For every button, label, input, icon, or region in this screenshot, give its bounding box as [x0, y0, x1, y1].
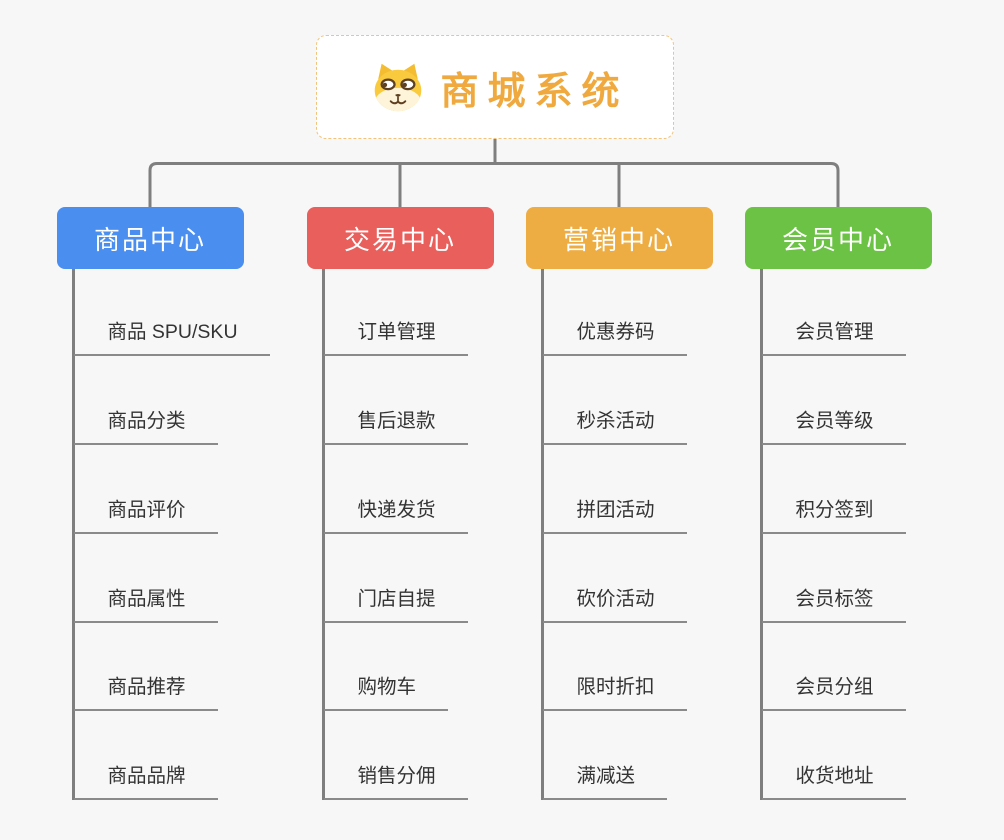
leaf-node[interactable]: 优惠券码: [542, 318, 687, 356]
dog-face-icon: [375, 63, 422, 112]
leaf-node[interactable]: 会员等级: [761, 407, 906, 445]
branch-header-1[interactable]: 商品中心: [56, 207, 244, 269]
leaf-node[interactable]: 秒杀活动: [542, 407, 687, 445]
leaf-node[interactable]: 商品评价: [73, 496, 218, 534]
leaf-node[interactable]: 购物车: [323, 673, 449, 711]
leaf-node[interactable]: 砍价活动: [542, 585, 687, 623]
root-title: 商城系统: [440, 70, 629, 113]
leaf-node[interactable]: 订单管理: [323, 318, 468, 356]
leaf-node[interactable]: 满减送: [542, 762, 668, 800]
leaf-node[interactable]: 售后退款: [323, 407, 468, 445]
leaf-node[interactable]: 会员标签: [761, 585, 906, 623]
leaf-node[interactable]: 拼团活动: [542, 496, 687, 534]
leaf-node[interactable]: 快递发货: [323, 496, 468, 534]
leaf-node[interactable]: 积分签到: [761, 496, 906, 534]
leaf-node[interactable]: 限时折扣: [542, 673, 687, 711]
branch-header-3[interactable]: 营销中心: [525, 207, 713, 269]
leaf-node[interactable]: 商品分类: [73, 407, 218, 445]
leaf-node[interactable]: 商品推荐: [73, 673, 218, 711]
root-node[interactable]: 商城系统: [316, 35, 674, 139]
leaf-node[interactable]: 门店自提: [323, 585, 468, 623]
leaf-node[interactable]: 商品品牌: [73, 762, 218, 800]
leaf-node[interactable]: 商品 SPU/SKU: [73, 318, 270, 356]
branch-header-2[interactable]: 交易中心: [306, 207, 494, 269]
leaf-node[interactable]: 销售分佣: [323, 762, 468, 800]
branch-header-4[interactable]: 会员中心: [744, 207, 932, 269]
leaf-node[interactable]: 会员管理: [761, 318, 906, 356]
leaf-node[interactable]: 收货地址: [761, 762, 906, 800]
leaf-node[interactable]: 商品属性: [73, 585, 218, 623]
leaf-node[interactable]: 会员分组: [761, 673, 906, 711]
